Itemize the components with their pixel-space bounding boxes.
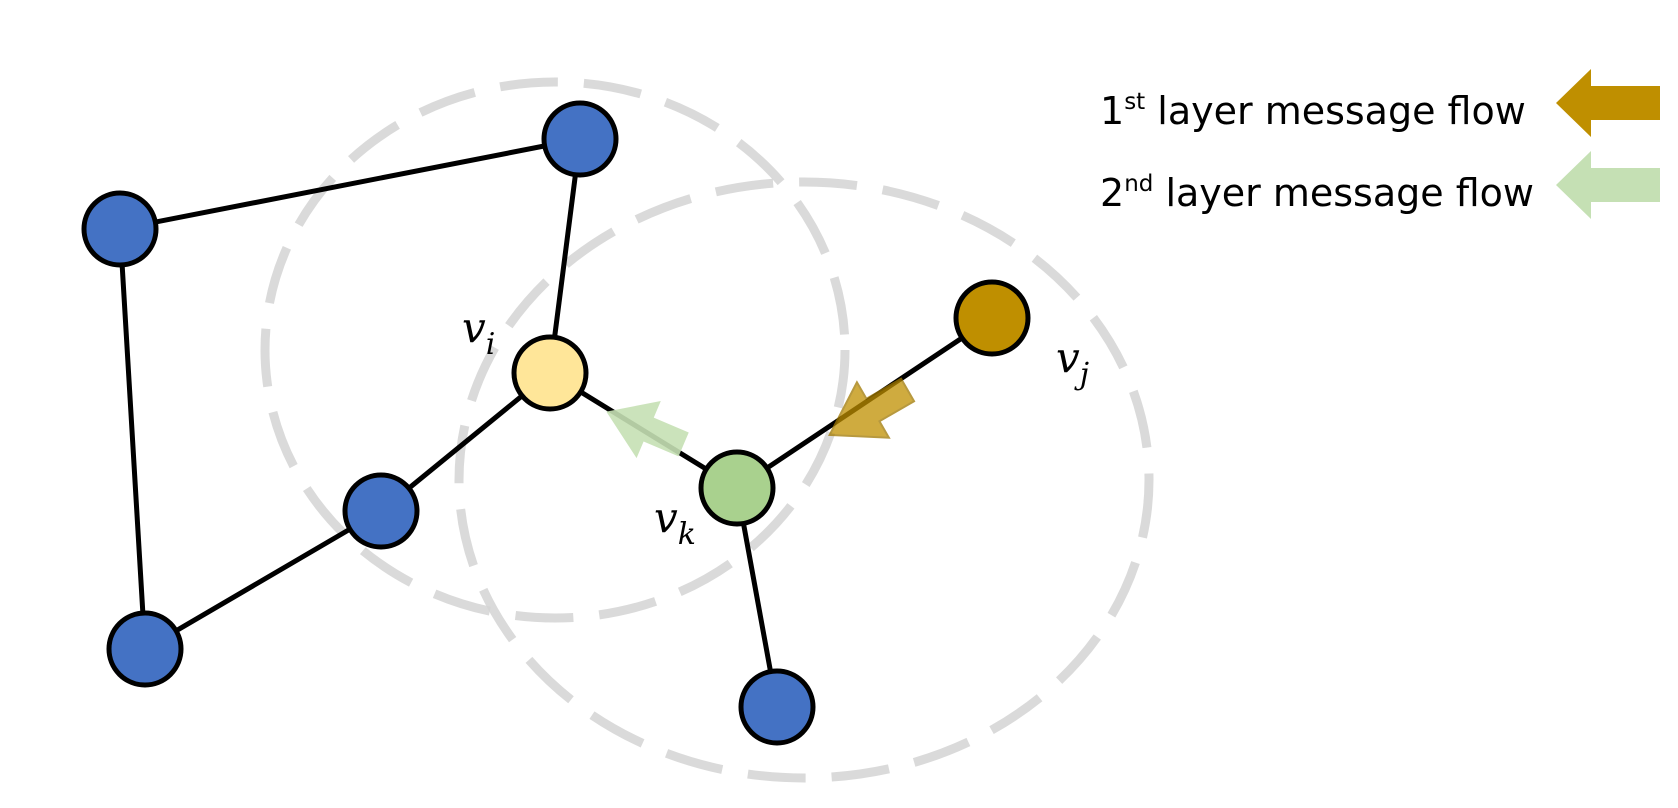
graph-node-middle [342, 472, 420, 550]
second-layer-flow-arrow [606, 401, 689, 459]
graph-node-bottom-left [106, 610, 184, 688]
message-flow-arrows [606, 377, 916, 459]
graph-node-left [81, 190, 159, 268]
edge-n_left-n_bottom_left [117, 226, 148, 652]
legend-first-layer-label: 1st layer message flow [1100, 89, 1526, 133]
label-v-i: vi [462, 303, 495, 362]
node-v-k [698, 449, 776, 527]
legend-first-layer-arrow [1556, 69, 1660, 137]
edge-n_bottom_left-n_mid [142, 508, 384, 652]
label-v-j: vj [1056, 333, 1089, 392]
node-v-j [953, 279, 1031, 357]
graph-node-bottom [738, 668, 816, 746]
node-labels: vi vk vj [462, 303, 1089, 552]
first-layer-flow-arrow [828, 377, 916, 439]
graph-node-top [541, 100, 619, 178]
label-v-k: vk [654, 493, 696, 552]
legend-second-layer-arrow [1556, 151, 1660, 219]
node-layer [81, 100, 1031, 746]
legend: 1st layer message flow 2nd layer message… [1100, 69, 1660, 219]
legend-second-layer-label: 2nd layer message flow [1100, 171, 1534, 215]
receptive-field-halos [260, 77, 1154, 783]
edge-n_top-v_i [547, 136, 583, 376]
edge-n_left-n_top [117, 136, 583, 232]
halo-vi-neighborhood [260, 77, 850, 623]
halo-vk-neighborhood [454, 177, 1154, 783]
node-v-i [511, 334, 589, 412]
